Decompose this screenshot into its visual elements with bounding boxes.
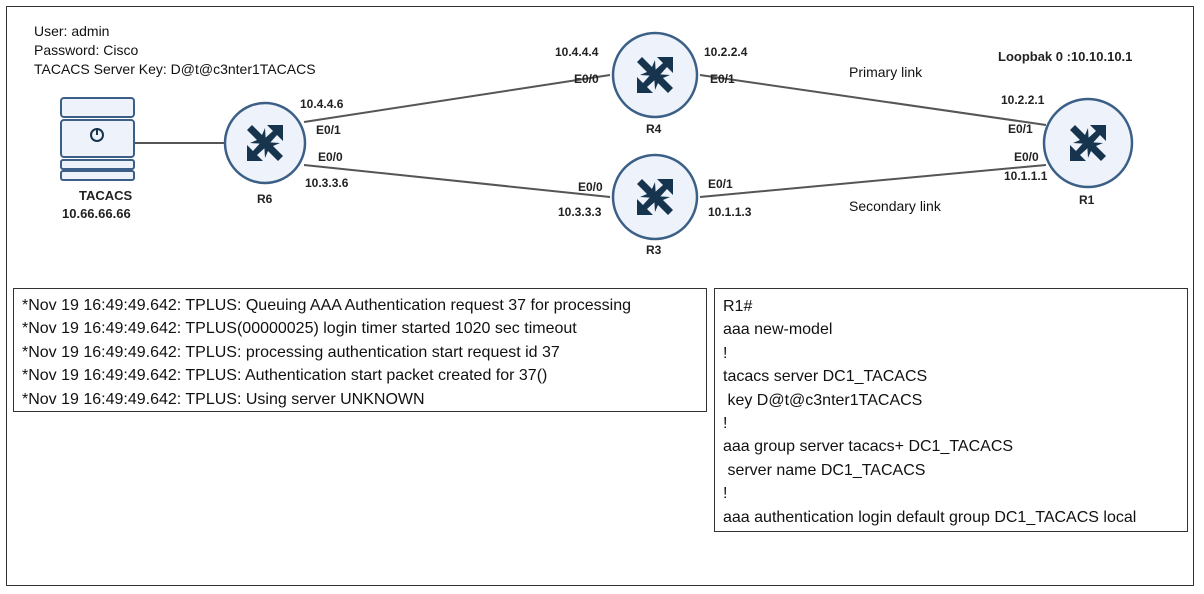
primary-link-label: Primary link: [849, 64, 923, 80]
r6-e00-label: E0/0: [318, 150, 343, 164]
router-r1-icon: [1042, 97, 1134, 189]
log-line: *Nov 19 16:49:49.642: TPLUS(00000025) lo…: [22, 320, 577, 338]
r1-loopback: Loopbak 0 :10.10.10.1: [998, 49, 1133, 64]
config-line: R1#: [723, 298, 753, 315]
router-r3-icon: [611, 153, 699, 241]
r1-e00-ip: 10.1.1.1: [1004, 169, 1048, 183]
config-line: !: [723, 485, 728, 503]
config-line: aaa new-model: [723, 321, 833, 339]
r4-e01-label: E0/1: [710, 72, 735, 86]
debug-log-box: *Nov 19 16:49:49.642: TPLUS: Queuing AAA…: [13, 288, 707, 412]
config-line: !: [723, 344, 728, 362]
r3-e01-ip: 10.1.1.3: [708, 205, 752, 219]
r4-e00-label: E0/0: [574, 72, 599, 86]
link-r4-r1-primary: [699, 74, 1047, 126]
link-r6-r4: [303, 74, 611, 123]
r3-name: R3: [646, 243, 662, 257]
router-r4-icon: [611, 31, 699, 119]
r6-name: R6: [257, 192, 273, 206]
user-text: User: admin: [34, 23, 110, 39]
log-line: *Nov 19 16:49:49.642: TPLUS: processing …: [22, 343, 560, 361]
r1-e01-label: E0/1: [1008, 122, 1033, 136]
config-line: aaa authentication login default group D…: [723, 508, 1137, 526]
link-r6-r3: [303, 164, 611, 198]
r4-e00-ip: 10.4.4.4: [555, 45, 599, 59]
r4-e01-ip: 10.2.2.4: [704, 45, 748, 59]
log-line: *Nov 19 16:49:49.642: TPLUS: Using serve…: [22, 390, 425, 408]
config-line: aaa group server tacacs+ DC1_TACACS: [723, 438, 1014, 456]
r1-e01-ip: 10.2.2.1: [1001, 93, 1045, 107]
diagram-frame: [6, 6, 1194, 586]
link-r3-r1-secondary: [699, 164, 1047, 198]
config-line: tacacs server DC1_TACACS: [723, 368, 928, 386]
tacacs-ip: 10.66.66.66: [62, 206, 131, 221]
config-line: key D@t@c3nter1TACACS: [723, 391, 923, 409]
r6-e00-ip: 10.3.3.6: [305, 176, 349, 190]
server-key-text: TACACS Server Key: D@t@c3nter1TACACS: [34, 61, 316, 77]
tacacs-server-icon: [60, 97, 135, 181]
r1-name: R1: [1079, 193, 1095, 207]
r6-e01-label: E0/1: [316, 123, 341, 137]
password-text: Password: Cisco: [34, 42, 139, 58]
r1-config-box: R1# aaa new-model ! tacacs server DC1_TA…: [714, 288, 1188, 532]
r3-e00-ip: 10.3.3.3: [558, 205, 602, 219]
log-line: *Nov 19 16:49:49.642: TPLUS: Authenticat…: [22, 367, 548, 385]
r3-e00-label: E0/0: [578, 180, 603, 194]
tacacs-name: TACACS: [79, 188, 133, 203]
r3-e01-label: E0/1: [708, 177, 733, 191]
credentials-block: User: admin Password: Cisco TACACS Serve…: [34, 22, 316, 79]
router-r6-icon: [223, 101, 307, 185]
r4-name: R4: [646, 122, 662, 136]
secondary-link-label: Secondary link: [849, 198, 941, 214]
r1-e00-label: E0/0: [1014, 150, 1039, 164]
config-line: server name DC1_TACACS: [723, 461, 926, 479]
config-line: !: [723, 414, 728, 432]
r6-e01-ip: 10.4.4.6: [300, 97, 344, 111]
log-line: *Nov 19 16:49:49.642: TPLUS: Queuing AAA…: [22, 297, 631, 314]
